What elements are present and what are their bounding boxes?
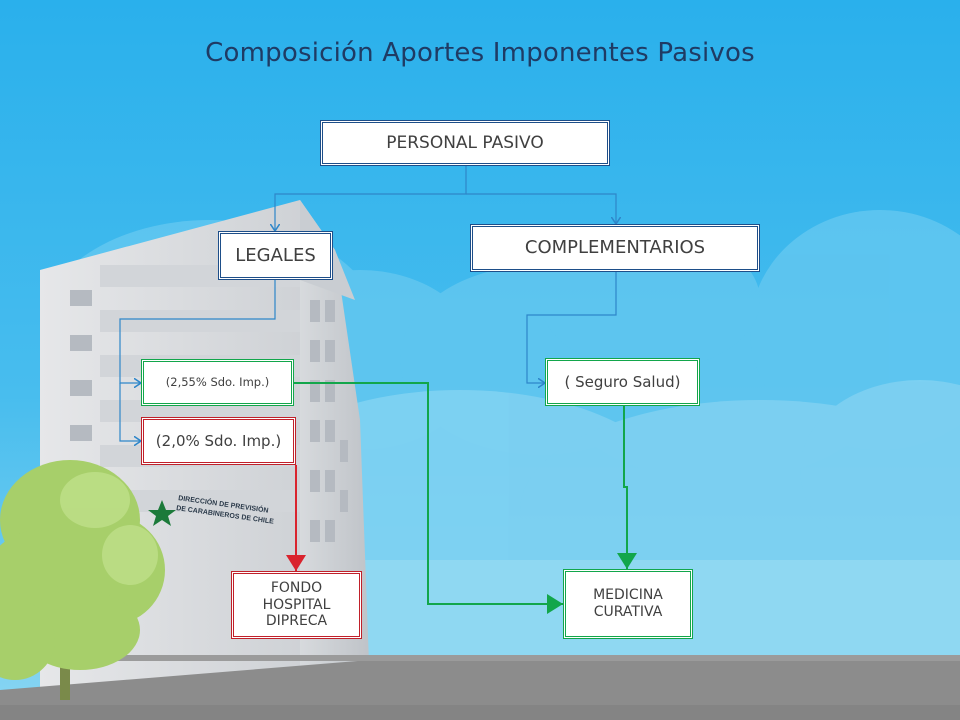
node-medicina-curativa: MEDICINA CURATIVA xyxy=(563,569,693,639)
building-sign-star-icon xyxy=(148,500,176,526)
node-legales: LEGALES xyxy=(218,231,333,280)
node-personal-pasivo: PERSONAL PASIVO xyxy=(320,120,610,166)
node-seguro-salud: ( Seguro Salud) xyxy=(545,358,700,406)
connector-root-complementarios xyxy=(466,193,616,224)
connector-root-legales xyxy=(275,166,467,231)
tree-illustration xyxy=(0,460,165,700)
node-legal-20: (2,0% Sdo. Imp.) xyxy=(141,417,296,465)
connector-seguro-medicina xyxy=(617,406,637,569)
node-fondo-hospital: FONDO HOSPITAL DIPRECA xyxy=(231,571,362,639)
ground xyxy=(0,655,960,720)
connector-255-medicina xyxy=(294,382,563,614)
slide-title: Composición Aportes Imponentes Pasivos xyxy=(205,38,755,68)
node-legal-255: (2,55% Sdo. Imp.) xyxy=(141,359,294,406)
node-complementarios: COMPLEMENTARIOS xyxy=(470,224,760,272)
connector-complementarios-seguro xyxy=(526,272,617,383)
connector-legales-255 xyxy=(119,280,276,383)
connector-legales-20 xyxy=(119,383,141,441)
